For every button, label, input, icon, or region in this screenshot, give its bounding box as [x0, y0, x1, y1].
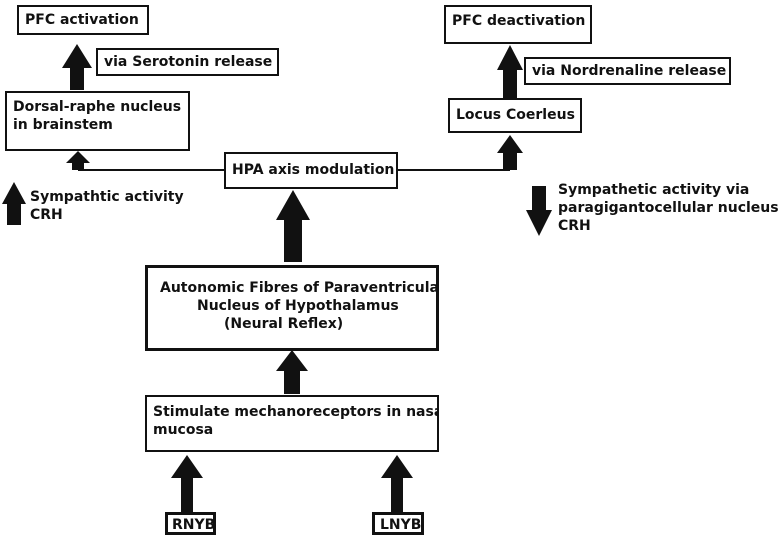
- sympathetic-down-line-3: CRH: [558, 218, 591, 234]
- nordrenaline-release-label: via Nordrenaline release: [532, 63, 727, 79]
- sympathetic-down-line-1: Sympathetic activity via: [558, 182, 750, 198]
- dorsal-raphe-line-1: Dorsal-raphe nucleus: [13, 99, 182, 115]
- dorsal-raphe-line-2: in brainstem: [13, 117, 113, 133]
- up-arrow-rnyb: [171, 455, 203, 512]
- rnyb-box: RNYB: [165, 512, 216, 535]
- sympathetic-up-line-2: CRH: [30, 207, 63, 223]
- lnyb-box: LNYB: [372, 512, 424, 535]
- mechanoreceptors-line-2: mucosa: [153, 422, 214, 438]
- up-arrow-pfc-activation: [62, 44, 92, 90]
- serotonin-release-label: via Serotonin release: [104, 54, 273, 70]
- pfc-activation-box: PFC activation: [17, 5, 149, 35]
- mechanoreceptors-line-1: Stimulate mechanoreceptors in nasal: [153, 404, 439, 420]
- locus-coerleus-label: Locus Coerleus: [456, 107, 575, 123]
- pfc-activation-label: PFC activation: [25, 12, 139, 28]
- up-arrow-locus-coerleus: [497, 135, 523, 170]
- rnyb-label: RNYB: [172, 517, 216, 533]
- serotonin-release-box: via Serotonin release: [96, 48, 279, 76]
- lnyb-label: LNYB: [380, 517, 422, 533]
- hpa-axis-box: HPA axis modulation: [224, 152, 398, 189]
- pfc-deactivation-label: PFC deactivation: [452, 13, 586, 29]
- up-arrow-autonomic: [276, 190, 310, 262]
- sympathetic-down-line-2: paragigantocellular nucleus: [558, 200, 778, 216]
- sympathetic-up-arrow-icon: [2, 182, 26, 225]
- up-arrow-lnyb: [381, 455, 413, 512]
- sympathetic-down-note: Sympathetic activity via paragigantocell…: [558, 181, 778, 235]
- autonomic-fibres-line-3: (Neural Reflex): [224, 316, 344, 332]
- up-arrow-mechanoreceptors: [276, 350, 308, 394]
- up-arrow-pfc-deactivation: [497, 45, 523, 98]
- pfc-deactivation-box: PFC deactivation: [444, 5, 592, 44]
- sympathetic-down-arrow-icon: [526, 186, 552, 236]
- hpa-axis-label: HPA axis modulation: [232, 162, 395, 178]
- mechanoreceptors-box: Stimulate mechanoreceptors in nasal muco…: [145, 395, 439, 452]
- autonomic-fibres-line-1: Autonomic Fibres of Paraventricular: [160, 280, 439, 296]
- nordrenaline-release-box: via Nordrenaline release: [524, 57, 731, 85]
- autonomic-fibres-box: Autonomic Fibres of Paraventricular Nucl…: [145, 265, 439, 351]
- sympathetic-up-note: Sympathtic activity CRH: [30, 188, 184, 224]
- up-arrow-dorsal-raphe: [66, 151, 90, 170]
- sympathetic-up-line-1: Sympathtic activity: [30, 189, 184, 205]
- dorsal-raphe-box: Dorsal-raphe nucleus in brainstem: [5, 91, 190, 151]
- locus-coerleus-box: Locus Coerleus: [448, 98, 582, 133]
- autonomic-fibres-line-2: Nucleus of Hypothalamus: [197, 298, 399, 314]
